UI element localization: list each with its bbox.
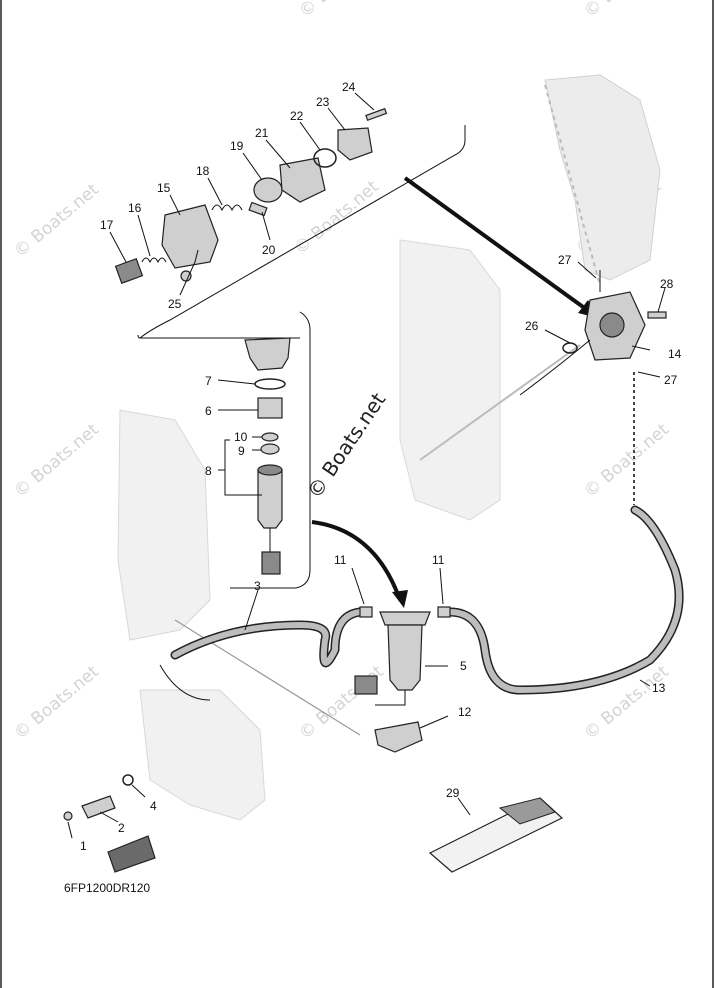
callout-27-bottom: 27: [664, 373, 678, 387]
callout-27-top: 27: [558, 253, 572, 267]
callout-24: 24: [342, 80, 356, 94]
part-19-diaphragm: [253, 177, 283, 203]
exploded-bracket-top-end: [137, 334, 141, 339]
callout-14: 14: [668, 347, 682, 361]
hose-26-link: [519, 339, 591, 396]
watermark: © Boats.net: [10, 180, 103, 262]
fitting-components: [63, 774, 156, 873]
callout-19: 19: [230, 139, 244, 153]
callout-7: 7: [205, 374, 212, 388]
callout-23: 23: [316, 95, 330, 109]
part-22-gasket: [313, 148, 337, 168]
part-badge-decal: [107, 835, 156, 873]
callout-8: 8: [205, 464, 212, 478]
part-23-cover: [337, 127, 373, 161]
exploded-bracket-top: [138, 125, 466, 339]
callout-2: 2: [118, 821, 125, 835]
watermark: © Boats.net: [580, 0, 673, 22]
part-20-pin: [248, 201, 268, 217]
part-5-fuel-filter: [387, 624, 423, 691]
callouts: 1 2 3 4 5 6 7 8 9 10 11 11 12 13 14 15 1…: [80, 80, 682, 853]
part-12-bracket: [374, 721, 423, 753]
arrow-to-pump: [403, 176, 592, 314]
bowl-top: [257, 464, 283, 476]
ghost-line: [419, 344, 581, 461]
watermark: © Boats.net: [10, 420, 103, 502]
filter-cap: [244, 337, 291, 371]
watermark: © Boats.net: [580, 420, 673, 502]
callout-28: 28: [660, 277, 674, 291]
part-10-washer: [261, 432, 279, 442]
part-24-screw: [365, 107, 388, 122]
part-18-spring: [211, 204, 243, 212]
callout-3: 3: [254, 579, 261, 593]
pump-port: [599, 312, 625, 338]
exploded-bracket-middle: [230, 311, 311, 589]
pump-components: [114, 107, 388, 284]
callout-11-left: 11: [334, 553, 347, 567]
callout-5: 5: [460, 659, 467, 673]
ghost-engine-outlines: [117, 74, 661, 821]
ghost-engine-lower-left: [139, 689, 266, 821]
arrow-head: [392, 590, 408, 608]
callout-22: 22: [290, 109, 304, 123]
fuel-hoses: [159, 505, 684, 701]
callout-17: 17: [100, 218, 114, 232]
watermark-main: © Boats.net: [302, 388, 390, 503]
part-7-o-ring: [254, 378, 286, 390]
part-21-pump-cover: [279, 157, 326, 203]
ghost-engine-left: [117, 409, 211, 641]
part-6-element: [257, 397, 283, 419]
filter-connector: [354, 675, 378, 695]
callout-25: 25: [168, 297, 182, 311]
callout-1: 1: [80, 839, 87, 853]
callout-10: 10: [234, 430, 248, 444]
callout-15: 15: [157, 181, 171, 195]
part-11-clamp-left: [359, 606, 373, 618]
part-15-pump-body: [161, 204, 219, 269]
part-9-float: [260, 443, 280, 455]
part-3-hose: [172, 609, 363, 666]
part-17-sleeve: [114, 258, 144, 284]
watermark: © Boats.net: [295, 0, 388, 22]
part-1-washer: [63, 811, 73, 821]
callout-11-right: 11: [432, 553, 445, 567]
callout-9: 9: [238, 444, 245, 458]
callout-20: 20: [262, 243, 276, 257]
thin-hose: [159, 664, 211, 701]
pad-component: [428, 797, 564, 873]
fuel-pump-assembly: [519, 261, 667, 505]
part-28-bolt: [647, 311, 667, 319]
filter-components: [217, 337, 291, 575]
part-11-clamp-right: [437, 606, 451, 618]
callout-4: 4: [150, 799, 157, 813]
sensor-connector: [261, 551, 281, 575]
ghost-line: [544, 84, 601, 286]
callout-29: 29: [446, 786, 460, 800]
part-8-bowl: [257, 469, 283, 529]
callout-12: 12: [458, 705, 472, 719]
part-4-o-ring: [122, 774, 134, 786]
ghost-engine-middle: [399, 239, 501, 521]
ghost-engine-top-right: [544, 74, 661, 281]
callout-26: 26: [525, 319, 539, 333]
filter-assembly: [351, 567, 451, 753]
part-25-nut: [180, 270, 192, 282]
arrow-to-filter: [311, 520, 402, 601]
diagram-code: 6FP1200DR120: [64, 881, 150, 895]
callout-21: 21: [255, 126, 269, 140]
part-16-spring: [141, 257, 167, 264]
leader-lines-top: [109, 92, 375, 296]
pad-label: [498, 797, 556, 825]
part-13-hose: [447, 507, 683, 693]
watermark: © Boats.net: [10, 662, 103, 744]
watermark: © Boats.net: [295, 662, 388, 744]
callout-18: 18: [196, 164, 210, 178]
callout-16: 16: [128, 201, 142, 215]
part-2-fitting: [81, 795, 116, 819]
callout-6: 6: [205, 404, 212, 418]
filter-head: [379, 611, 431, 626]
callout-13: 13: [652, 681, 666, 695]
